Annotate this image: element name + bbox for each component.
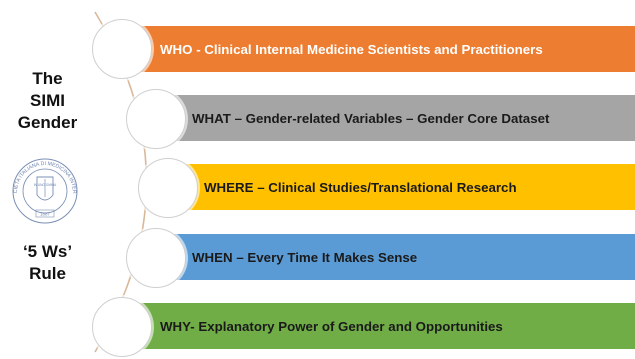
simi-seal-logo: SOCIETA ITALIANA DI MEDICINA INTERNA IN …: [9, 155, 78, 224]
when-bar: WHEN – Every Time It Makes Sense: [168, 234, 635, 280]
why-bar: WHY- Explanatory Power of Gender and Opp…: [140, 303, 635, 349]
who-circle: [92, 19, 152, 79]
svg-text:IN UNO OMNIA: IN UNO OMNIA: [34, 183, 57, 187]
title-line: SIMI: [30, 91, 65, 110]
why-label: WHY- Explanatory Power of Gender and Opp…: [160, 318, 503, 334]
who-bar: WHO - Clinical Internal Medicine Scienti…: [140, 26, 635, 72]
who-label: WHO - Clinical Internal Medicine Scienti…: [160, 41, 543, 57]
when-circle: [126, 228, 186, 288]
rule-line: Rule: [29, 264, 66, 283]
where-circle: [138, 158, 198, 218]
diagram-title: The SIMI Gender: [0, 68, 95, 134]
where-label: WHERE – Clinical Studies/Translational R…: [204, 179, 517, 195]
rule-line: ‘5 Ws’: [22, 242, 73, 261]
svg-text:1887: 1887: [40, 212, 50, 217]
what-circle: [126, 89, 186, 149]
when-label: WHEN – Every Time It Makes Sense: [192, 249, 418, 265]
what-label: WHAT – Gender-related Variables – Gender…: [192, 110, 550, 126]
why-circle: [92, 297, 152, 357]
what-bar: WHAT – Gender-related Variables – Gender…: [168, 95, 635, 141]
title-line: The: [32, 69, 63, 88]
rule-label: ‘5 Ws’ Rule: [0, 241, 95, 285]
title-line: Gender: [17, 113, 78, 132]
where-bar: WHERE – Clinical Studies/Translational R…: [178, 164, 635, 210]
